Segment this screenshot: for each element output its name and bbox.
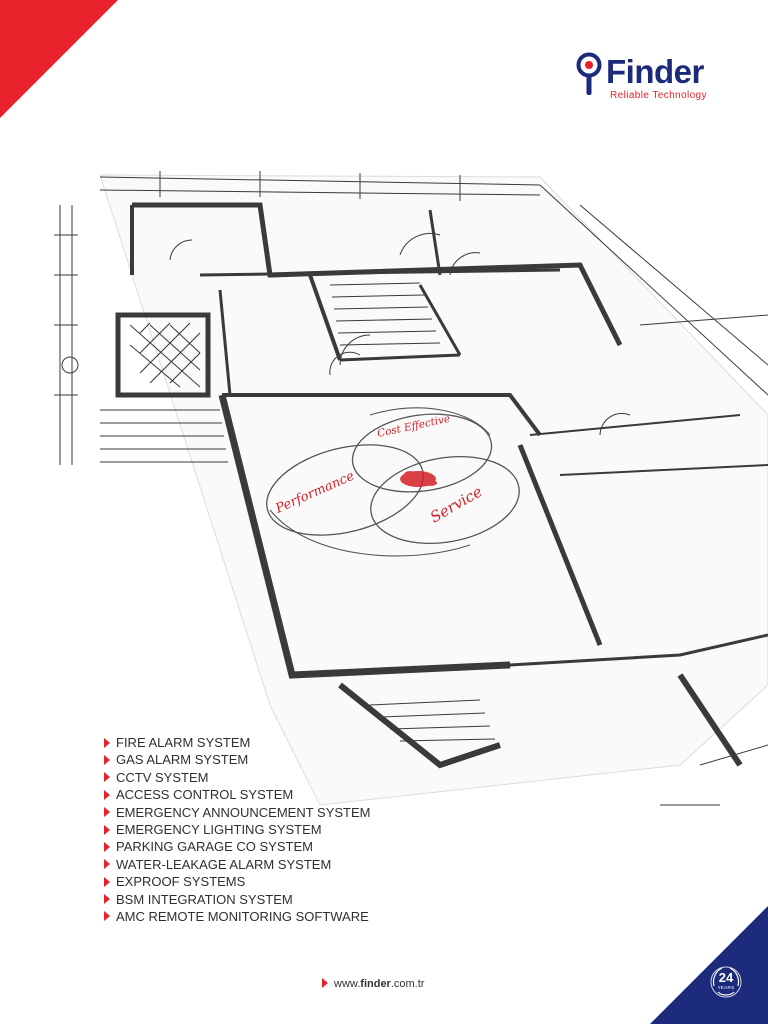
floor-plan-blueprint: Cost Effective Performance Service xyxy=(54,171,768,806)
arrow-icon xyxy=(104,807,110,818)
service-label: FIRE ALARM SYSTEM xyxy=(116,735,251,750)
badge-text: YEARS xyxy=(717,985,735,990)
arrow-icon xyxy=(104,824,110,835)
website-suffix: .com.tr xyxy=(390,978,425,990)
list-item: AMC REMOTE MONITORING SOFTWARE xyxy=(104,908,371,925)
arrow-icon xyxy=(104,894,110,905)
service-label: PARKING GARAGE CO SYSTEM xyxy=(116,839,313,855)
laurel-badge-icon xyxy=(710,966,742,998)
service-label: BSM INTEGRATION SYSTEM xyxy=(116,891,293,907)
arrow-icon xyxy=(104,841,110,852)
arrow-icon xyxy=(104,789,110,800)
service-label: WATER-LEAKAGE ALARM SYSTEM xyxy=(116,856,332,872)
corner-decoration-top-left xyxy=(0,0,118,118)
service-label: EMERGENCY ANNOUNCEMENT SYSTEM xyxy=(116,804,371,820)
website-link[interactable]: www.finder.com.tr xyxy=(322,978,424,990)
anniversary-badge: 24 YEARS xyxy=(708,964,744,1000)
list-item: PARKING GARAGE CO SYSTEM xyxy=(104,838,371,855)
corner-decoration-bottom-right xyxy=(650,906,768,1024)
list-item: EXPROOF SYSTEMS xyxy=(104,873,371,890)
service-label: EXPROOF SYSTEMS xyxy=(116,874,246,890)
list-item: CCTV SYSTEM xyxy=(104,769,371,786)
website-domain: finder xyxy=(360,978,391,990)
arrow-icon xyxy=(104,737,110,748)
brand-tagline: Reliable Technology xyxy=(610,90,707,101)
brand-name: Finder xyxy=(606,53,704,90)
list-item: GAS ALARM SYSTEM xyxy=(104,751,371,768)
arrow-icon xyxy=(104,772,110,783)
list-item: FIRE ALARM SYSTEM xyxy=(104,734,371,751)
service-label: ACCESS CONTROL SYSTEM xyxy=(116,787,294,803)
list-item: EMERGENCY ANNOUNCEMENT SYSTEM xyxy=(104,804,371,821)
badge-number: 24 xyxy=(718,970,734,985)
list-item: ACCESS CONTROL SYSTEM xyxy=(104,786,371,803)
arrow-icon xyxy=(104,754,110,765)
service-label: AMC REMOTE MONITORING SOFTWARE xyxy=(116,908,369,924)
arrow-icon xyxy=(104,876,110,887)
list-item: BSM INTEGRATION SYSTEM xyxy=(104,891,371,908)
brand-logo[interactable]: Finder Reliable Technology xyxy=(574,50,724,106)
website-prefix: www. xyxy=(334,978,361,990)
arrow-icon xyxy=(322,978,328,989)
service-label: EMERGENCY LIGHTING SYSTEM xyxy=(116,821,322,837)
arrow-icon xyxy=(104,911,110,922)
service-label: GAS ALARM SYSTEM xyxy=(116,752,249,768)
service-label: CCTV SYSTEM xyxy=(116,769,209,785)
arrow-icon xyxy=(104,859,110,870)
list-item: EMERGENCY LIGHTING SYSTEM xyxy=(104,821,371,838)
list-item: WATER-LEAKAGE ALARM SYSTEM xyxy=(104,856,371,873)
magnifier-icon xyxy=(576,52,602,95)
services-list: FIRE ALARM SYSTEM GAS ALARM SYSTEM CCTV … xyxy=(104,734,371,925)
